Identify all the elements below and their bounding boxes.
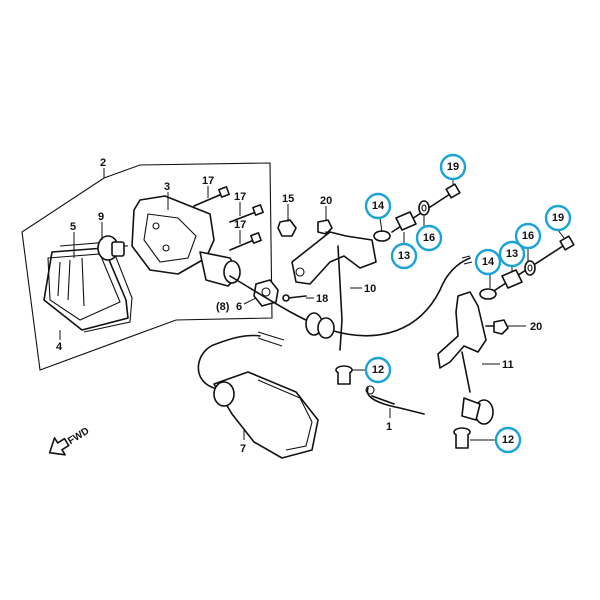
- callout-part-19-upper: 19: [439, 153, 467, 181]
- svg-text:13: 13: [506, 248, 518, 260]
- part-12-collar-lower: [453, 427, 471, 449]
- label-part-10: 10: [364, 283, 376, 295]
- part-20-bolt-lower: [485, 319, 509, 335]
- part-6-socket: [253, 279, 279, 307]
- label-part-17-a: 17: [202, 175, 214, 187]
- fwd-label: FWD: [66, 426, 91, 447]
- part-10-stay: [291, 231, 377, 351]
- callout-part-14-upper: 14: [364, 192, 392, 220]
- label-part-9: 9: [98, 211, 104, 223]
- callout-part-14-right: 14: [474, 248, 502, 276]
- callout-part-12-lower: 12: [494, 426, 522, 454]
- label-part-7: 7: [240, 443, 246, 455]
- svg-text:19: 19: [447, 161, 459, 173]
- part-5-gasket: [59, 241, 133, 333]
- svg-text:13: 13: [398, 250, 410, 262]
- label-part-2: 2: [100, 157, 106, 169]
- svg-text:12: 12: [502, 434, 514, 446]
- svg-text:16: 16: [423, 232, 435, 244]
- label-part-6: 6: [236, 301, 242, 313]
- label-part-20-lower: 20: [530, 321, 542, 333]
- svg-text:14: 14: [482, 256, 495, 268]
- label-part-3: 3: [164, 181, 170, 193]
- part-9-bulb: [97, 235, 128, 261]
- label-part-20-upper: 20: [320, 195, 332, 207]
- fwd-arrow-icon: [48, 437, 70, 456]
- label-part-18: 18: [316, 293, 328, 305]
- callout-part-13-upper: 13: [390, 242, 418, 270]
- hardware-stack-right: [479, 235, 575, 300]
- label-part-5: 5: [70, 221, 76, 233]
- svg-text:16: 16: [522, 230, 534, 242]
- callout-part-16-upper: 16: [415, 224, 443, 252]
- label-part-17-c: 17: [234, 219, 246, 231]
- part-1-clamp: [366, 387, 425, 415]
- label-part-11: 11: [502, 359, 514, 371]
- callout-part-13-right: 13: [498, 240, 526, 268]
- svg-text:19: 19: [552, 212, 564, 224]
- svg-text:12: 12: [372, 364, 384, 376]
- label-part-8: (8): [216, 301, 230, 313]
- part-11-stay: [437, 291, 494, 425]
- part-17-screws: [193, 186, 264, 251]
- callout-part-16-right: 16: [514, 222, 542, 250]
- part-7-turn-signal: [197, 331, 319, 459]
- label-part-4: 4: [56, 341, 63, 353]
- label-part-17-b: 17: [234, 191, 246, 203]
- part-15-nut: [277, 219, 297, 237]
- svg-text:14: 14: [372, 200, 385, 212]
- part-3-housing: [131, 195, 241, 287]
- label-part-1: 1: [386, 421, 392, 433]
- part-12-collar-upper: [335, 365, 353, 385]
- label-part-15: 15: [282, 193, 294, 205]
- cable-upper: [229, 257, 471, 337]
- hardware-stack-upper: [373, 183, 461, 242]
- assembly-frame-2: [21, 162, 273, 371]
- part-4-lens: [43, 247, 129, 331]
- part-18-screw: [282, 294, 307, 302]
- fwd-direction-indicator: FWD: [48, 426, 91, 456]
- callout-part-19-right: 19: [544, 204, 572, 232]
- callout-part-12-upper: 12: [364, 356, 392, 384]
